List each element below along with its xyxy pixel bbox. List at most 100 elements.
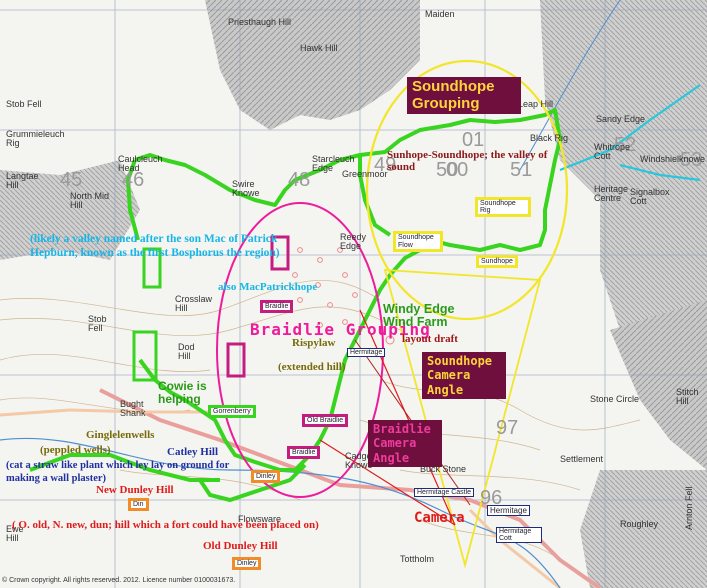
mac-patrick-note: also MacPatrickhope xyxy=(218,281,318,293)
label-langtae-hill: Langtae Hill xyxy=(6,171,39,191)
ginglelenwells-label: Ginglelenwells xyxy=(86,429,155,441)
forest-area-north xyxy=(205,0,420,130)
soundhope-grouping-ellipse xyxy=(365,59,569,321)
label-grummieleuch-rig: Grummieleuch Rig xyxy=(6,129,65,149)
layout-draft-label: layout draft xyxy=(402,333,458,345)
forest-area-west xyxy=(0,160,140,260)
place-box-hermitage-2: Hermitage xyxy=(487,505,530,516)
place-box-old-braidlie: Old Braidlie xyxy=(302,414,349,427)
stream-2 xyxy=(519,0,621,171)
label-starcleuch-edge: Starcleuch Edge xyxy=(312,154,355,174)
old-dunley-hill-label: Old Dunley Hill xyxy=(203,540,278,552)
label-leap-hill: Leap Hill xyxy=(518,99,554,109)
peppled-wells-label: (peppled wells) xyxy=(40,444,111,456)
road-2 xyxy=(0,408,210,417)
green-route xyxy=(134,108,562,472)
grid-number-46: 46 xyxy=(122,169,145,191)
label-heritage-centre: Heritage Centre xyxy=(594,184,629,204)
extended-hill-label: (extended hill) xyxy=(278,361,346,373)
label-ewe-hill: Ewe Hill xyxy=(6,524,24,544)
label-roughley: Roughley xyxy=(620,519,659,529)
soundhope-camera-angle-box: Soundhope Camera Angle xyxy=(422,352,506,400)
railway-line-2 xyxy=(619,163,701,182)
forest-area-southeast xyxy=(580,470,707,588)
cowie-helping-note: Cowie is helping xyxy=(158,379,207,406)
place-box-gorrenberry: Gorrenberry xyxy=(208,405,256,418)
place-box-braidlie: Braidlie xyxy=(260,300,294,313)
new-dunley-hill-label: New Dunley Hill xyxy=(96,484,174,496)
windy-edge-wind-farm: Windy Edge Wind Farm xyxy=(383,302,455,330)
forest-area-northeast xyxy=(540,0,707,360)
grid-number-52: 52 xyxy=(614,134,637,156)
label-swire-knowe: Swire Knowe xyxy=(232,179,260,199)
sundhope-valley-note: Sunhope-Soundhope; the valley of sound xyxy=(387,149,548,173)
grid-number-51: 51 xyxy=(510,159,533,181)
place-box-braidlie-2: Braidlie xyxy=(287,446,321,459)
place-box-sundhope: Sundhope xyxy=(476,255,518,268)
place-box-sundhope-rig: Soundhope Rig xyxy=(475,197,531,217)
label-dod-hill: Dod Hill xyxy=(178,342,195,362)
label-settlement: Settlement xyxy=(560,454,604,464)
label-north-mid-hill: North Mid Hill xyxy=(70,191,110,211)
label-caulcleuch-head: Caulcleuch Head xyxy=(118,154,163,174)
railway-line xyxy=(559,84,701,172)
grid-number-97: 97 xyxy=(496,417,519,439)
label-stitch-hill: Stitch Hill xyxy=(676,387,699,407)
place-box-hermitage-cott: Hermitage Cott xyxy=(496,527,542,543)
green-route-west xyxy=(29,453,220,482)
label-tottholm: Tottholm xyxy=(400,554,435,564)
label-cadger-knowe: Cadger Knowe xyxy=(345,451,375,471)
label-stob-fell-2: Stob Fell xyxy=(88,314,107,334)
braidlie-camera-angle-box: Braidlie Camera Angle xyxy=(368,420,442,468)
label-windshielknowe: Windshielknowe xyxy=(640,154,706,164)
grid-number-45: 45 xyxy=(60,169,83,191)
braidlie-grouping-title: Braidlie Grouping xyxy=(250,320,431,339)
label-arnton-fell: Arnton Fell xyxy=(684,486,694,530)
green-route-loop xyxy=(198,463,307,503)
green-route-spur xyxy=(125,159,140,241)
soundhope-grouping-title: Soundhope Grouping xyxy=(407,77,521,114)
label-stob-fell: Stob Fell xyxy=(6,99,42,109)
green-field-box-1 xyxy=(132,330,158,382)
cat-straw-note: (cat a straw like plant which ley lay on… xyxy=(6,460,230,485)
label-black-rig: Black Rig xyxy=(530,133,569,143)
label-signalbox-cott: Signalbox Cott xyxy=(630,187,670,207)
place-box-hermitage-castle: Hermitage Castle xyxy=(414,488,475,497)
green-field-box-2 xyxy=(142,247,162,289)
soundhope-camera-cone xyxy=(383,269,542,569)
magenta-box-2 xyxy=(226,342,246,378)
magenta-box-1 xyxy=(270,235,290,271)
grid-number-53: 53 xyxy=(680,149,703,171)
camera-label: Camera xyxy=(414,510,465,526)
label-whitrope-cott: Whitrope Cott xyxy=(594,142,631,162)
catley-hill-label: Catley Hill xyxy=(167,446,219,458)
rispylaw-label: Rispylaw xyxy=(292,337,336,349)
copyright-notice: © Crown copyright. All rights reserved. … xyxy=(2,577,236,584)
grid-number-49: 49 xyxy=(374,154,397,176)
place-box-din: Din xyxy=(128,498,149,511)
place-box-dinley-old: Dinley xyxy=(232,557,262,570)
green-route-east xyxy=(358,155,392,237)
label-buck-stone: Buck Stone xyxy=(420,464,467,474)
label-priesthaugh-hill: Priesthaugh Hill xyxy=(228,17,292,27)
grid-number-01: 01 xyxy=(462,129,485,151)
label-hawk-hill: Hawk Hill xyxy=(300,43,338,53)
label-sandy-edge: Sandy Edge xyxy=(596,114,646,124)
forest-area-east xyxy=(610,300,707,470)
label-bught-shank: Bught Shank xyxy=(120,399,146,419)
grid-number-48: 48 xyxy=(288,169,311,191)
grid-number-00: 00 xyxy=(446,159,469,181)
place-box-dinley: Dinley xyxy=(251,470,281,483)
label-maiden: Maiden xyxy=(425,9,455,19)
label-stone-circle: Stone Circle xyxy=(590,394,640,404)
label-reedy-edge: Reedy Edge xyxy=(340,232,367,252)
grid-number-96: 96 xyxy=(480,487,503,509)
dunley-meaning-note: ( O. old, N. new, dun; hill which a fort… xyxy=(12,519,319,531)
label-crosslaw-hill: Crosslaw Hill xyxy=(175,294,213,314)
valley-name-note: (likely a valley named after the son Mac… xyxy=(30,233,280,259)
label-greenmoor: Greenmoor xyxy=(342,169,388,179)
place-box-sundhope-flow: Soundhope Flow xyxy=(393,231,443,253)
place-box-hermitage: Hermitage xyxy=(347,348,386,357)
